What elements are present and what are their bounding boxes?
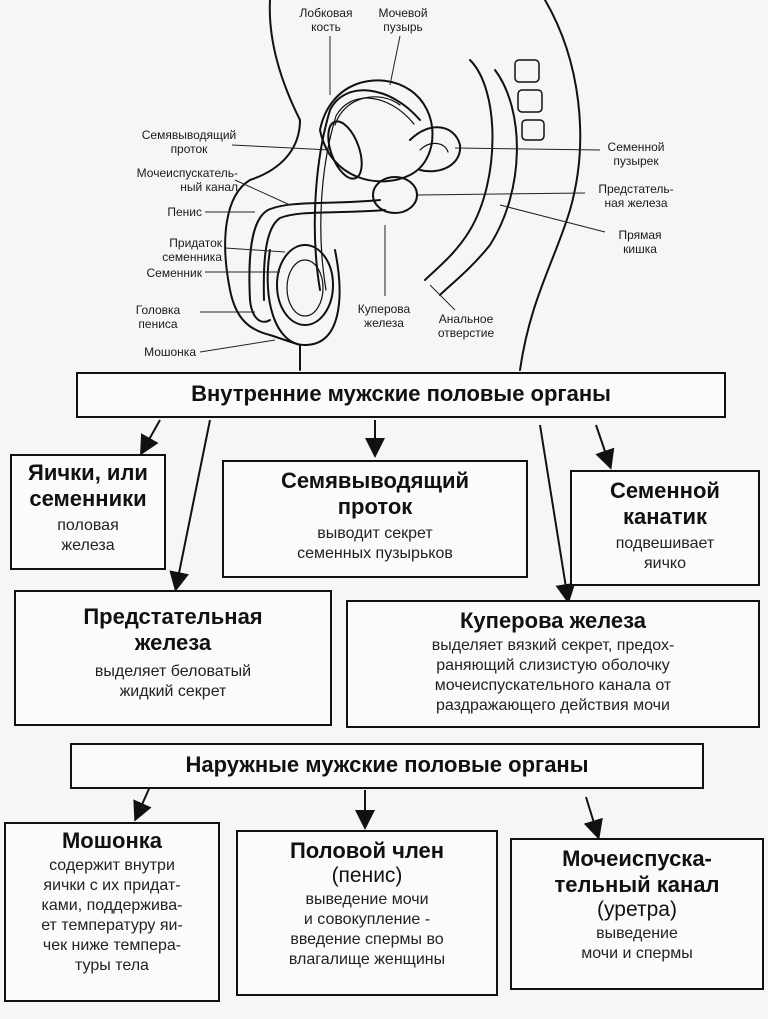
vas-deferens-shape [313,89,421,291]
testis-shape [276,244,334,326]
cowper-desc: выделяет вязкий секрет, предох- раняющий… [431,637,675,714]
urethra-title: Мочеиспуска- тельный канал [554,846,720,897]
label-pubic-bone: Лобковая кость [299,6,353,34]
prostate-title: Предстательная железа [83,604,263,655]
vas-deferens-title: Семявыводящий проток [280,468,470,519]
testes-title: Яички, или семенники [28,460,148,511]
vas-deferens-desc: выводит секрет семенных пузырьков [297,525,453,562]
testes-desc: половая железа [57,517,119,554]
label-prostate: Предстатель- ная железа [598,182,674,210]
arrow-to-spermatic-cord [595,424,615,470]
label-epididymis: Придаток семенника [162,236,222,264]
prostate-box: Предстательная железа выделяет беловатый… [14,590,332,726]
anatomy-illustration [199,0,606,371]
label-glans: Головка пениса [135,303,181,331]
label-penis: Пенис [167,205,202,219]
label-scrotum: Мошонка [144,345,196,359]
label-anus: Анальное отверстие [437,312,495,340]
spermatic-cord-box: Семенной канатик подвешивает яичко [570,470,760,586]
vas-deferens-box: Семявыводящий проток выводит секрет семе… [222,460,528,578]
rectum-shape [424,59,494,281]
scrotum-desc: содержит внутри яички с их придат- ками,… [41,857,183,974]
prostate-desc: выделяет беловатый жидкий секрет [94,663,252,700]
label-vas-deferens: Семявыводящий проток [141,128,237,156]
external-organs-header: Наружные мужские половые органы [70,743,704,789]
label-urethra: Мочеиспускатель- ный канал [136,166,238,194]
label-rectum: Прямая кишка [618,228,662,256]
label-bladder: Мочевой пузырь [378,6,428,34]
testes-box: Яички, или семенники половая железа [10,454,166,570]
arrow-to-urethra [583,796,603,840]
penis-title: Половой член [289,838,445,863]
scrotum-shape [266,249,341,347]
urethra-subtitle: (уретра) [597,898,677,921]
internal-organs-header: Внутренние мужские половые органы [76,372,726,418]
spermatic-cord-title: Семенной канатик [610,478,720,529]
spermatic-cord-desc: подвешивает яичко [615,535,715,572]
urethra-desc: выведение мочи и спермы [581,925,693,962]
prostate-shape [372,176,418,214]
label-cowper: Куперова железа [357,302,411,330]
label-seminal-vesicle: Семенной пузырек [607,140,665,168]
penis-box: Половой член (пенис) выведение мочи и со… [236,830,498,996]
penis-desc: выведение мочи и совокупление - введение… [288,891,446,968]
scrotum-title: Мошонка [61,828,163,853]
cowper-title: Куперова железа [460,608,646,633]
label-testis: Семенник [146,266,202,280]
seminal-vesicle-shape [409,126,462,173]
bladder-shape [318,79,434,183]
arrow-to-prostate [169,419,211,592]
cowper-box: Куперова железа выделяет вязкий секрет, … [346,600,760,728]
urethra-box: Мочеиспуска- тельный канал (уретра) выве… [510,838,764,990]
arrow-to-testes [140,419,161,456]
back-outline [519,0,582,371]
scrotum-box: Мошонка содержит внутри яички с их прида… [4,822,220,1002]
penis-shape [248,199,381,323]
arrow-to-cowper [539,424,576,604]
penis-subtitle: (пенис) [331,864,403,887]
body-outline [224,0,302,371]
